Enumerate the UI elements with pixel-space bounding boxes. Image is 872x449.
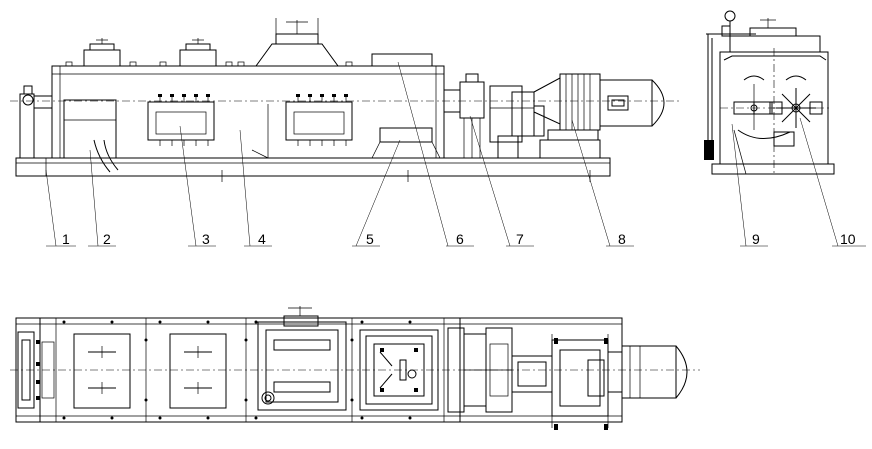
callout-3: 3 [179,125,216,247]
callout-label: 9 [752,231,760,247]
side-base [711,163,835,175]
callout-label: 6 [456,231,464,247]
front-elevation-view [10,18,680,182]
callout-4: 4 [239,129,272,247]
callout-label: 1 [62,231,70,247]
callout-label: 5 [366,231,374,247]
side-view [704,10,835,176]
plan-vent-port [359,329,439,411]
plan-dome [257,306,347,411]
callout-8: 8 [571,119,634,247]
paddle-right [769,75,823,128]
callout-9: 9 [731,123,768,247]
reducer [489,85,545,159]
inspection-dome [255,18,339,67]
callout-7: 7 [469,115,534,247]
callout-5: 5 [352,139,401,247]
left-bearing-seat [19,85,53,159]
coupling [443,73,485,158]
plan-motor [607,345,688,399]
callout-label: 8 [618,231,626,247]
callout-label: 7 [516,231,524,247]
plan-feed-port-1 [73,333,131,409]
callout-6: 6 [397,61,474,247]
plan-feed-port-2 [169,333,227,409]
plan-left-bearing [17,331,55,409]
discharge-gate [63,99,119,173]
trough-body [51,65,445,159]
callout-label: 2 [103,231,111,247]
plan-coupling [447,327,513,413]
inspection-door-2 [285,94,353,146]
callout-1: 1 [45,169,76,247]
support-foot [379,127,433,143]
inspection-door-1 [147,94,215,146]
plan-view [10,306,700,430]
pressure-gauge [724,10,736,22]
callout-label: 4 [258,231,266,247]
plan-bolts [62,320,412,420]
motor [533,73,665,141]
callout-label: 10 [840,231,856,247]
base-frame [15,157,611,177]
feed-port-2 [179,38,217,67]
callout-label: 3 [202,231,210,247]
feed-port-1 [83,38,121,67]
callout-2: 2 [88,149,116,247]
callout-10: 10 [799,117,866,247]
vent-port [371,53,433,67]
plan-reducer [511,334,609,430]
